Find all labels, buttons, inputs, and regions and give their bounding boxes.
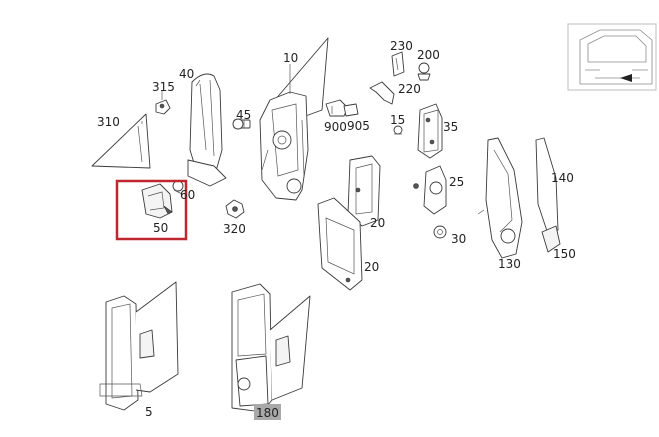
- thumbnail-mirror-marker: [620, 74, 632, 82]
- part-130-housing[interactable]: [477, 137, 523, 259]
- highlight-box-part-50: [115, 179, 188, 241]
- part-40-cover[interactable]: [187, 73, 227, 187]
- part-320-nut[interactable]: [225, 199, 245, 219]
- label-part-30[interactable]: 30: [451, 232, 466, 246]
- part-150-indicator-lens[interactable]: [541, 225, 561, 253]
- part-230-block[interactable]: [391, 51, 405, 77]
- label-part-900[interactable]: 900: [324, 120, 347, 134]
- thumbnail-bumper: [585, 69, 648, 79]
- thumbnail-frame: [567, 23, 657, 91]
- label-part-15[interactable]: 15: [390, 113, 405, 127]
- part-35-plate[interactable]: [417, 103, 443, 159]
- label-part-905[interactable]: 905: [347, 119, 370, 133]
- part-5-complete-mirror[interactable]: [99, 281, 179, 411]
- label-part-220[interactable]: 220: [398, 82, 421, 96]
- part-30-gear[interactable]: [433, 225, 447, 239]
- label-part-25[interactable]: 25: [449, 175, 464, 189]
- label-part-320[interactable]: 320: [223, 222, 246, 236]
- label-part-50[interactable]: 50: [153, 221, 168, 235]
- part-180-complete-mirror[interactable]: [231, 283, 311, 413]
- part-310-trim-triangle[interactable]: [91, 113, 151, 169]
- part-315-clip[interactable]: [155, 99, 171, 115]
- label-part-180[interactable]: 180: [256, 406, 279, 420]
- label-part-310[interactable]: 310: [97, 115, 120, 129]
- selected-label-background: [254, 404, 281, 420]
- part-900-905-connector[interactable]: [325, 99, 359, 117]
- leader-lines: [141, 64, 291, 124]
- label-part-230[interactable]: 230: [390, 39, 413, 53]
- label-part-10[interactable]: 10: [283, 51, 298, 65]
- label-part-35[interactable]: 35: [443, 120, 458, 134]
- part-60-plug[interactable]: [172, 180, 184, 195]
- label-part-315[interactable]: 315: [152, 80, 175, 94]
- label-part-200[interactable]: 200: [417, 48, 440, 62]
- label-part-20-upper[interactable]: 20: [370, 216, 385, 230]
- part-20-bracket-lower[interactable]: [317, 197, 363, 291]
- label-part-150[interactable]: 150: [553, 247, 576, 261]
- label-part-45[interactable]: 45: [236, 108, 251, 122]
- part-15-screw[interactable]: [393, 125, 403, 135]
- label-part-140[interactable]: 140: [551, 171, 574, 185]
- part-10-mirror-assembly[interactable]: [259, 37, 329, 201]
- part-50-cover-cap[interactable]: [141, 183, 173, 219]
- label-part-40[interactable]: 40: [179, 67, 194, 81]
- part-220-elbow[interactable]: [369, 81, 395, 105]
- thumbnail-van-body: [579, 29, 653, 85]
- vehicle-thumbnail[interactable]: [567, 23, 657, 91]
- thumbnail-windshield: [587, 35, 647, 63]
- part-140-cover-strip[interactable]: [535, 137, 559, 235]
- part-200-screw[interactable]: [417, 62, 431, 81]
- label-part-20-lower[interactable]: 20: [364, 260, 379, 274]
- label-part-5[interactable]: 5: [145, 405, 153, 419]
- part-310-edge: [137, 125, 143, 163]
- part-25-motor[interactable]: [413, 165, 447, 215]
- part-45-screw[interactable]: [232, 118, 251, 130]
- label-part-130[interactable]: 130: [498, 257, 521, 271]
- label-part-60[interactable]: 60: [180, 188, 195, 202]
